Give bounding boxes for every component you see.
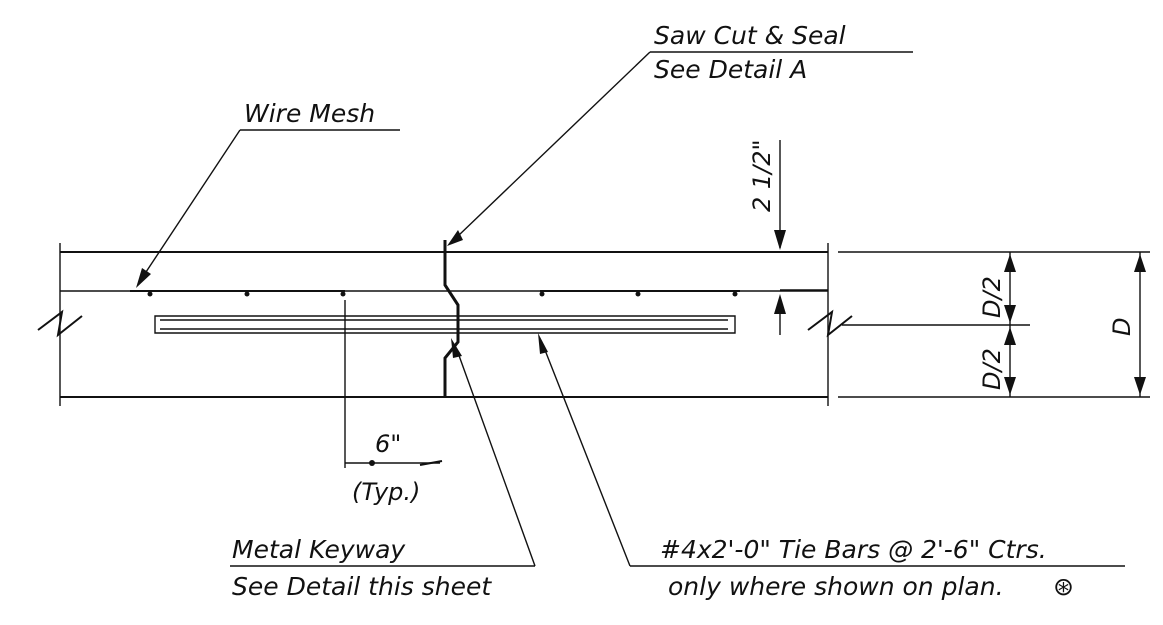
metal-keyway-joint: [443, 240, 460, 397]
dim-d-label: D: [1108, 318, 1136, 336]
see-detail-a-label: See Detail A: [654, 55, 807, 84]
tie-bar: [154, 315, 736, 334]
mesh-wire-dot: [539, 291, 545, 297]
tie-bar-outline: [154, 315, 736, 334]
wire-mesh-leader: [145, 129, 241, 273]
asterisk-symbol: ⊛: [1053, 572, 1074, 601]
arrowhead: [774, 230, 786, 250]
leaders: [136, 51, 1125, 567]
only-where-label: only where shown on plan.: [668, 572, 1004, 601]
metal-keyway-label: Metal Keyway: [232, 535, 406, 564]
arrowhead: [1134, 254, 1146, 272]
left-break-symbol: [37, 309, 83, 338]
dim-six-dot: [369, 460, 375, 466]
saw-cut-label: Saw Cut & Seal: [654, 21, 846, 50]
right-break-symbol: [807, 309, 853, 338]
arrowhead: [774, 294, 786, 314]
arrowhead: [1004, 377, 1016, 395]
dim-two-half-label: 2 1/2": [748, 139, 776, 212]
arrowhead: [1134, 377, 1146, 395]
dim-d-half-top-label: D/2: [978, 276, 1006, 318]
typ-label: (Typ.): [352, 478, 420, 506]
arrowhead: [1004, 327, 1016, 345]
arrowhead: [538, 333, 548, 354]
dim-six-tick: [419, 460, 443, 466]
dim-d-half-bottom-label: D/2: [978, 348, 1006, 390]
dimension-lines: [344, 140, 1150, 468]
wire-mesh-label: Wire Mesh: [244, 99, 375, 128]
arrowhead: [1004, 254, 1016, 272]
dim-six-label: 6": [375, 430, 401, 458]
see-detail-sheet-label: See Detail this sheet: [232, 572, 492, 601]
mesh-wire-dot: [732, 291, 738, 297]
mesh-wire-dot: [147, 291, 153, 297]
tie-bars-label: #4x2'-0" Tie Bars @ 2'-6" Ctrs.: [660, 535, 1047, 564]
mesh-wire-dot: [635, 291, 641, 297]
metal-keyway-leader: [456, 349, 536, 567]
arrowhead: [136, 268, 151, 288]
mesh-wire-dot: [244, 291, 250, 297]
tie-bar-leader: [542, 344, 631, 567]
arrowhead: [451, 338, 462, 358]
saw-cut-leader: [457, 51, 651, 237]
arrowhead: [447, 230, 463, 246]
wire-mesh: [60, 290, 828, 297]
arrowhead: [1004, 305, 1016, 323]
mesh-wire-dot: [340, 291, 346, 297]
